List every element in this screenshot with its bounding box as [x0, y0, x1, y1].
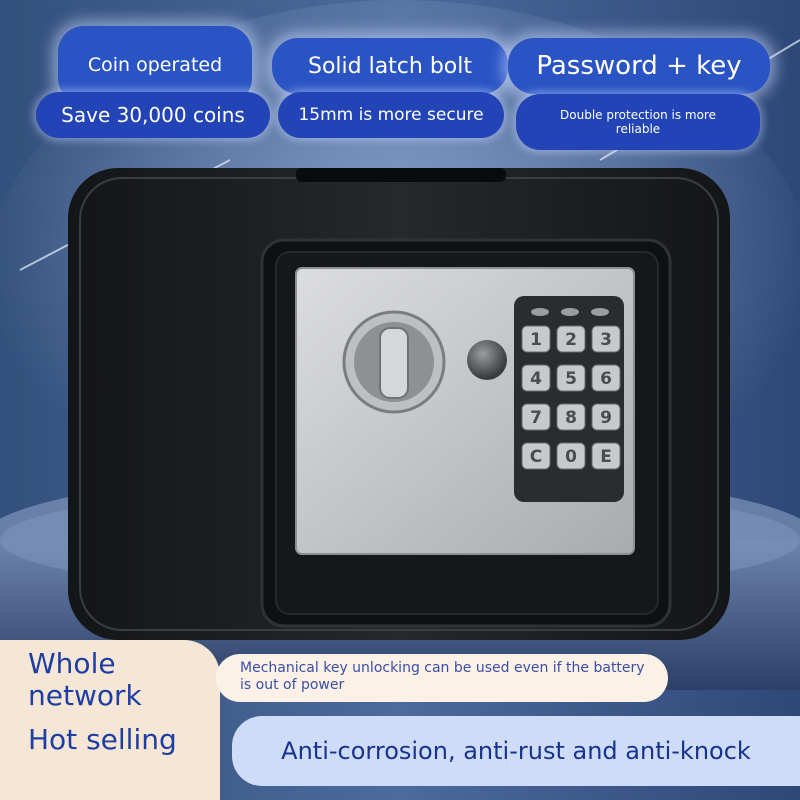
keypad-key-7: 7	[521, 403, 551, 431]
feature-banner	[232, 716, 800, 786]
keypad-key-8: 8	[556, 403, 586, 431]
handle-dial	[342, 310, 446, 414]
coin-operated-badge: Coin operated	[58, 26, 252, 104]
indicator-light	[561, 308, 579, 316]
keypad-key-label: 7	[530, 408, 542, 428]
promo-line-1: Whole network	[28, 647, 142, 712]
keypad-key-0: 0	[556, 442, 586, 470]
keypad-key-label: C	[530, 447, 542, 467]
latch-bolt-badge: Solid latch bolt	[272, 38, 508, 94]
keypad-key-2: 2	[556, 325, 586, 353]
keypad-key-label: 0	[565, 447, 577, 467]
keypad-key-6: 6	[591, 364, 621, 392]
keypad-key-label: 3	[600, 330, 612, 350]
coin-operated-text: Coin operated	[87, 54, 223, 76]
keypad-key-label: 8	[565, 408, 577, 428]
keypad-key-9: 9	[591, 403, 621, 431]
keypad-key-label: E	[600, 447, 612, 467]
mechanical-key-note: Mechanical key unlocking can be used eve…	[216, 654, 668, 702]
keypad-key-label: 5	[565, 369, 577, 389]
keypad-key-5: 5	[556, 364, 586, 392]
keypad-key-3: 3	[591, 325, 621, 353]
indicator-light	[531, 308, 549, 316]
double-protection-text: Double protection is more reliable	[560, 108, 716, 136]
feature-banner-text: Anti-corrosion, anti-rust and anti-knock	[281, 737, 751, 765]
keypad-key-E: E	[591, 442, 621, 470]
coin-capacity-badge: Save 30,000 coins	[36, 92, 270, 138]
keypad-key-label: 6	[600, 369, 612, 389]
latch-size-text: 15mm is more secure	[298, 105, 484, 125]
keypad-key-label: 1	[530, 330, 542, 350]
latch-size-badge: 15mm is more secure	[278, 92, 504, 138]
indicator-light	[591, 308, 609, 316]
promo-line-2: Hot selling	[28, 723, 177, 756]
key-lock-icon	[467, 340, 507, 380]
password-key-text: Password + key	[536, 51, 742, 81]
keypad-key-4: 4	[521, 364, 551, 392]
keypad-key-C: C	[521, 442, 551, 470]
keypad-key-label: 4	[530, 369, 542, 389]
double-protection-badge: Double protection is more reliable	[516, 94, 760, 150]
password-key-badge: Password + key	[508, 38, 770, 94]
promo-panel	[0, 640, 220, 800]
coin-slot	[296, 168, 506, 182]
safe-illustration: 1 2 3 4 5 6 7 8 9C 0 E	[68, 168, 730, 640]
mechanical-key-note-text: Mechanical key unlocking can be used eve…	[240, 660, 645, 693]
latch-bolt-text: Solid latch bolt	[307, 53, 473, 79]
keypad-key-label: 9	[600, 408, 612, 428]
keypad-key-1: 1	[521, 325, 551, 353]
coin-capacity-text: Save 30,000 coins	[61, 103, 245, 127]
keypad-key-label: 2	[565, 330, 577, 350]
